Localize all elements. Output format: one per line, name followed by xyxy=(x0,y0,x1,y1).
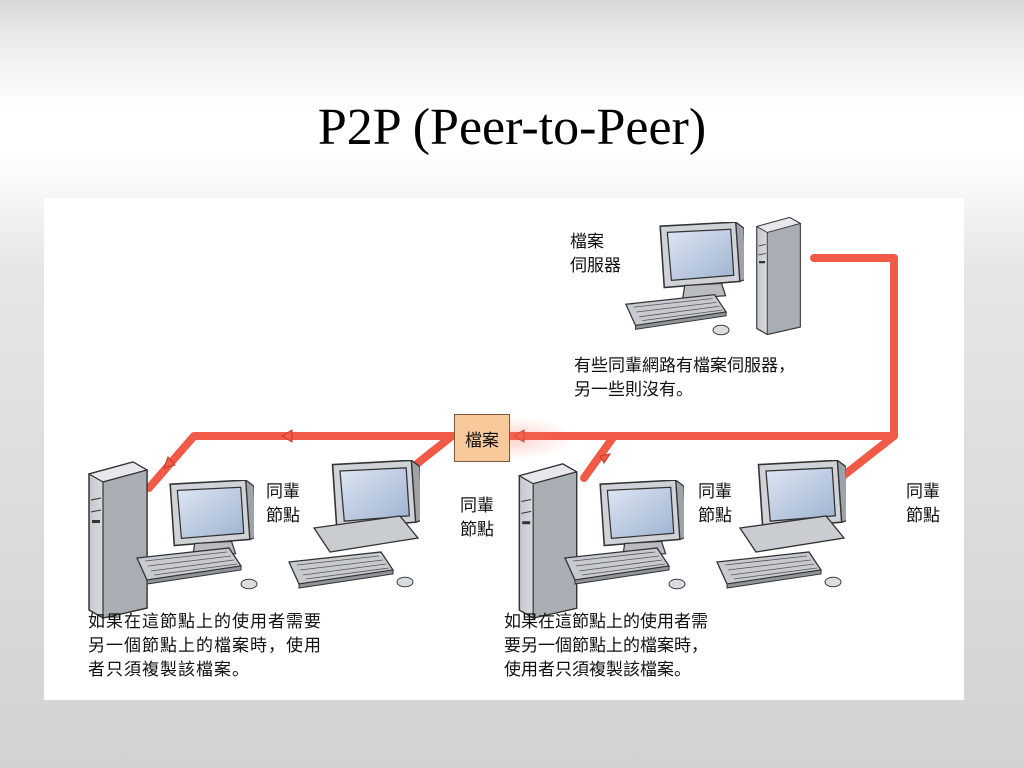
file-server-label: 檔案 伺服器 xyxy=(570,232,621,276)
peer2-keyboard xyxy=(288,551,394,589)
peer-label-1: 同輩 節點 xyxy=(266,482,300,526)
server-keyboard xyxy=(625,294,727,330)
peer2-mouse xyxy=(396,576,414,588)
file-badge: 檔案 xyxy=(454,414,510,462)
left-caption: 如果在這節點上的使用者需要 另一個節點上的檔案時，使用 者只須複製該檔案。 xyxy=(88,612,322,680)
peer3-mouse xyxy=(668,578,686,590)
peer2-base xyxy=(312,515,420,553)
file-transfer-glow xyxy=(506,416,576,460)
server-link xyxy=(504,254,898,440)
arrow-into-badge xyxy=(513,429,525,443)
arrowheads xyxy=(163,429,612,469)
left-link xyxy=(145,432,458,492)
server-monitor xyxy=(659,222,744,300)
peer3-link xyxy=(580,432,618,482)
peer1-mouse xyxy=(240,578,258,590)
peer4-mouse xyxy=(824,576,842,588)
peer-label-3: 同輩 節點 xyxy=(698,482,732,526)
network-diagram xyxy=(88,216,898,619)
right-caption: 如果在這節點上的使用者需 要另一個節點上的檔案時， 使用者只須複製該檔案。 xyxy=(504,612,708,680)
peer3-tower xyxy=(518,463,578,619)
file-server xyxy=(625,216,802,336)
peer1-tower xyxy=(88,461,148,619)
file-server-caption: 有些同輩網路有檔案伺服器， 另一些則沒有。 xyxy=(574,356,795,400)
file-badge-label: 檔案 xyxy=(465,430,499,451)
slide-title: P2P (Peer-to-Peer) xyxy=(317,99,707,156)
peer-label-2: 同輩 節點 xyxy=(460,496,494,540)
peer3-keyboard xyxy=(564,547,670,585)
diagram-panel: 檔案 檔案 伺服器 有些同輩網路有檔案伺服器， 另一些則沒有。 同輩 節點 同輩… xyxy=(44,198,964,700)
arrow-left-2 xyxy=(163,456,176,469)
server-mouse xyxy=(712,324,730,336)
peer1-monitor xyxy=(169,480,254,558)
arrow-left-1 xyxy=(281,429,293,443)
peer3-monitor xyxy=(599,480,684,558)
server-tower xyxy=(755,216,802,336)
peer1-keyboard xyxy=(136,547,242,585)
peer-node-2 xyxy=(288,460,420,589)
peer4-base xyxy=(738,515,846,553)
peer-label-4: 同輩 節點 xyxy=(906,482,940,526)
peer-node-1 xyxy=(88,461,258,619)
arrow-peer3 xyxy=(599,453,612,464)
peer-node-3 xyxy=(518,463,686,619)
peer4-keyboard xyxy=(716,551,822,589)
peer-node-4 xyxy=(716,460,846,589)
